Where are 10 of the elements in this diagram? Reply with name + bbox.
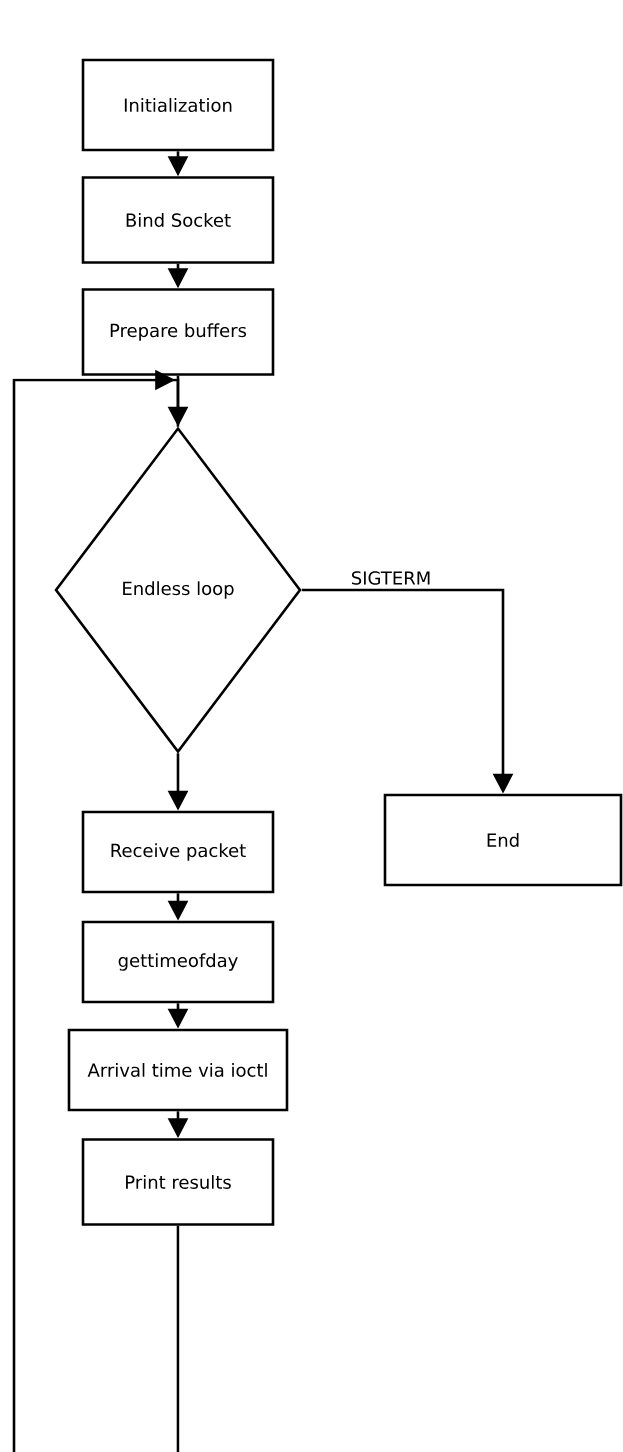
arrow xyxy=(12,369,180,1452)
process-box: Prepare buffers xyxy=(81,288,275,376)
process-box: Arrival time via ioctl xyxy=(67,1028,289,1112)
process-box: gettimeofday xyxy=(81,920,275,1004)
edge-label: SIGTERM xyxy=(349,570,433,586)
process-box: Receive packet xyxy=(81,810,275,894)
process-box: Initialization xyxy=(81,58,275,152)
process-box: Bind Socket xyxy=(81,176,275,264)
process-box: Print results xyxy=(81,1138,275,1226)
process-box: End xyxy=(383,793,623,887)
